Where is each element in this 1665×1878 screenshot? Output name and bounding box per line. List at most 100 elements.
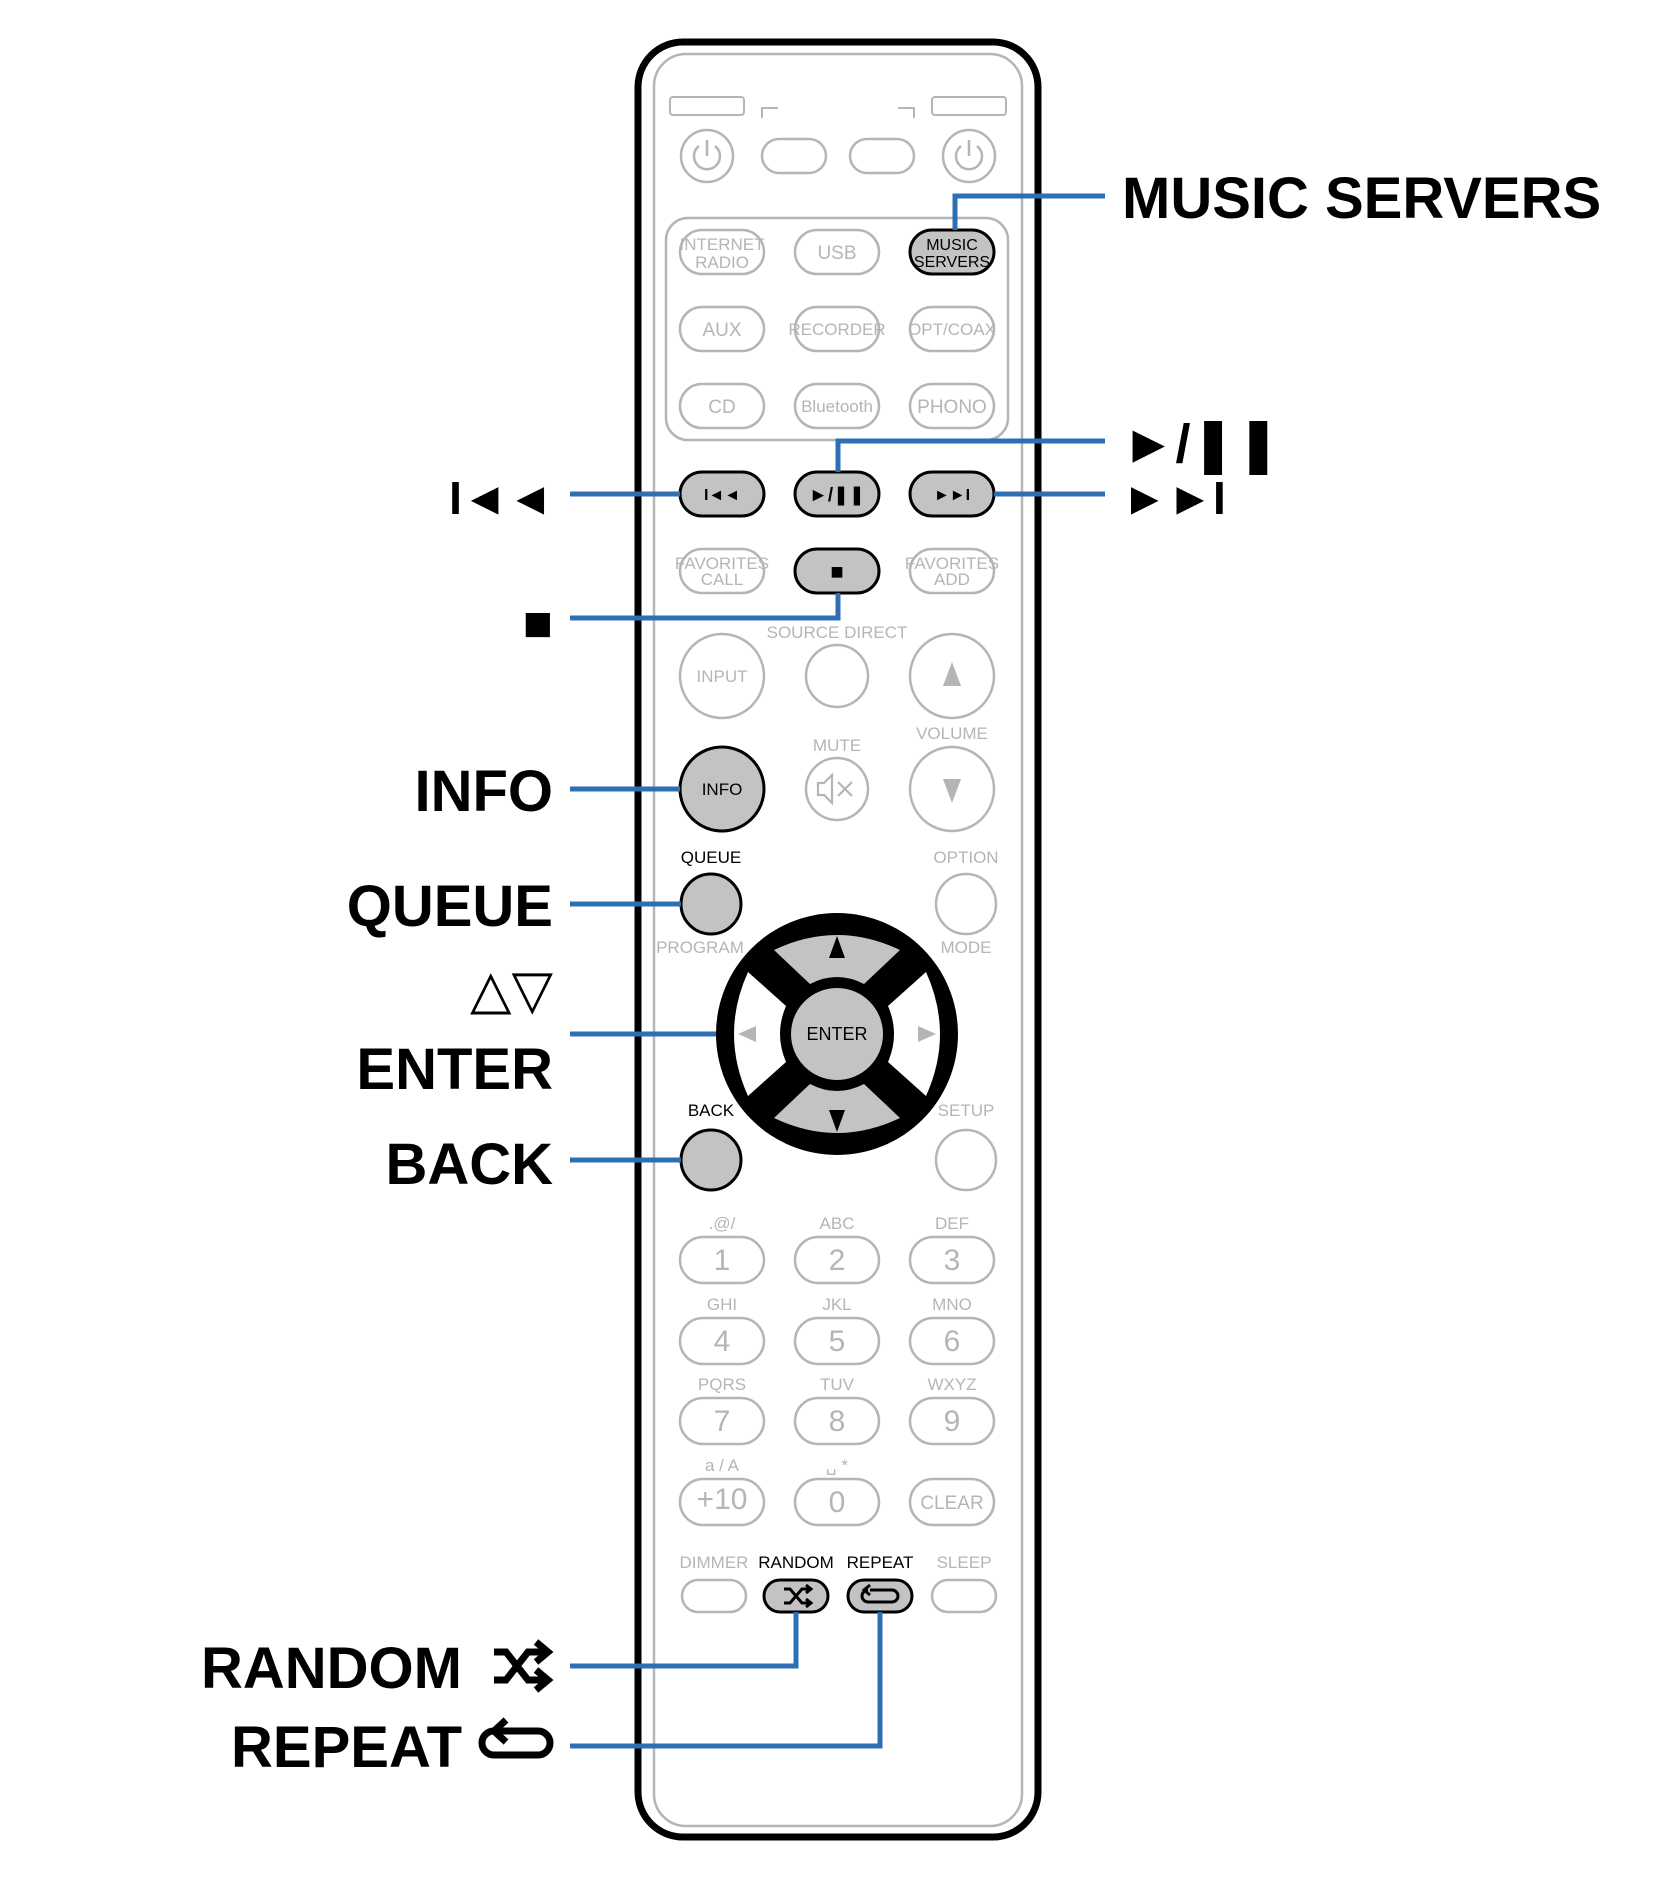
play-pause-button-label: ►/❚❚	[809, 485, 865, 506]
keypad-button-9[interactable]	[908, 1396, 996, 1446]
keypad-button-11[interactable]	[793, 1477, 881, 1527]
option-button[interactable]	[934, 872, 998, 936]
keypad-button-12[interactable]	[908, 1477, 996, 1527]
keypad-sub-label: DEF	[935, 1214, 969, 1233]
keypad-main-label: 2	[829, 1244, 846, 1277]
shuffle-icon	[784, 1583, 814, 1609]
mute-label: MUTE	[813, 736, 861, 755]
stop-button-label: ■	[830, 559, 843, 584]
keypad-sub-label: WXYZ	[927, 1375, 976, 1394]
keypad-main-label: +10	[697, 1483, 748, 1516]
dimmer-button[interactable]	[680, 1578, 748, 1614]
keypad-button-7[interactable]	[678, 1396, 766, 1446]
recorder-button[interactable]	[793, 305, 881, 353]
keypad-button-8[interactable]	[793, 1396, 881, 1446]
music-servers-label-1: MUSIC	[926, 237, 978, 254]
phono-label: PHONO	[917, 397, 987, 418]
callout-repeat-icon	[478, 1717, 554, 1759]
cursor-up-button[interactable]	[774, 935, 900, 984]
enter-button[interactable]	[791, 988, 883, 1080]
callout-back: BACK	[385, 1132, 553, 1197]
keypad-sub-label: ABC	[820, 1214, 855, 1233]
volume-down-icon	[943, 779, 961, 803]
remote-mode-bracket-left	[761, 107, 778, 118]
cursor-down-icon	[829, 1110, 845, 1132]
queue-button[interactable]	[679, 872, 743, 936]
remote-body-inner	[652, 52, 1024, 1828]
next-button-label: ►►I	[934, 487, 970, 504]
cd-source-label: CD	[708, 397, 735, 418]
favorites-call-button[interactable]	[678, 547, 766, 595]
cursor-up-icon	[829, 936, 845, 958]
cursor-left-button[interactable]	[734, 972, 786, 1096]
cd-source-button[interactable]	[678, 382, 766, 430]
queue-remote-label: QUEUE	[681, 848, 741, 867]
keypad-button-10[interactable]	[678, 1477, 766, 1527]
amp-mode-button[interactable]	[848, 137, 916, 175]
setup-button[interactable]	[934, 1128, 998, 1192]
favorites-add-button[interactable]	[908, 547, 996, 595]
keypad-button-6[interactable]	[908, 1316, 996, 1366]
callout-next: ►►I	[1122, 472, 1226, 524]
repeat-button[interactable]	[846, 1578, 914, 1614]
setup-label: SETUP	[938, 1101, 995, 1120]
callout-enter: ENTER	[356, 1037, 553, 1102]
keypad-sub-label: MNO	[932, 1295, 972, 1314]
cd-mode-tag	[669, 96, 745, 116]
keypad-button-5[interactable]	[793, 1316, 881, 1366]
mode-label: MODE	[941, 938, 992, 957]
keypad-main-label: 8	[829, 1405, 846, 1438]
keypad-sub-label: PQRS	[698, 1375, 746, 1394]
aux-label: AUX	[702, 320, 741, 341]
favorites-call-label-1: FAVORITES	[675, 554, 769, 573]
input-button[interactable]	[678, 632, 766, 720]
sleep-button[interactable]	[930, 1578, 998, 1614]
keypad-button-2[interactable]	[793, 1235, 881, 1285]
music-servers-button[interactable]	[908, 228, 996, 276]
keypad-sub-label: TUV	[820, 1375, 855, 1394]
music-servers-label-2: SERVERS	[914, 254, 990, 271]
keypad-main-label: 0	[829, 1486, 846, 1519]
recorder-label: RECORDER	[788, 320, 885, 339]
bluetooth-button[interactable]	[793, 382, 881, 430]
callout-play-pause: ►/❚❚	[1122, 414, 1281, 475]
mute-button[interactable]	[804, 756, 870, 822]
back-button[interactable]	[679, 1128, 743, 1192]
callout-shuffle-icon	[494, 1639, 554, 1693]
aux-button[interactable]	[678, 305, 766, 353]
volume-up-icon	[943, 662, 961, 686]
callout-repeat: REPEAT	[231, 1715, 462, 1780]
internet-radio-label-2: RADIO	[695, 253, 749, 272]
source-direct-button[interactable]	[804, 643, 870, 709]
phono-button[interactable]	[908, 382, 996, 430]
volume-label: VOLUME	[916, 724, 988, 743]
amp-mode-tag	[931, 96, 1007, 116]
dimmer-label: DIMMER	[680, 1553, 749, 1572]
callout-queue: QUEUE	[347, 874, 553, 939]
callout-info: INFO	[414, 759, 553, 824]
keypad-button-3[interactable]	[908, 1235, 996, 1285]
cd-mode-button[interactable]	[760, 137, 828, 175]
play-pause-leader	[835, 438, 1105, 472]
keypad-main-label: 6	[944, 1325, 961, 1358]
opt-coax-button[interactable]	[908, 305, 996, 353]
keypad-main-label: 3	[944, 1244, 961, 1277]
random-leader	[570, 1612, 799, 1669]
internet-radio-label-1: INTERNET	[680, 235, 765, 254]
bluetooth-label: Bluetooth	[801, 397, 873, 416]
input-label: INPUT	[697, 667, 748, 686]
remote-mode-bracket-right	[898, 107, 915, 118]
keypad-button-1[interactable]	[678, 1235, 766, 1285]
callout-prev: I◄◄	[449, 472, 553, 524]
cursor-right-button[interactable]	[888, 972, 940, 1096]
callout-stop: ■	[523, 595, 553, 651]
random-remote-label: RANDOM	[758, 1553, 834, 1572]
favorites-add-label-2: ADD	[934, 570, 970, 589]
usb-button[interactable]	[793, 228, 881, 276]
keypad-main-label: 7	[714, 1405, 731, 1438]
favorites-add-label-1: FAVORITES	[905, 554, 999, 573]
keypad: .@/1ABC2DEF3GHI4JKL5MNO6PQRS7TUV8WXYZ9a …	[678, 1214, 996, 1527]
cursor-down-button[interactable]	[774, 1084, 900, 1133]
keypad-button-4[interactable]	[678, 1316, 766, 1366]
internet-radio-button[interactable]	[678, 228, 766, 276]
